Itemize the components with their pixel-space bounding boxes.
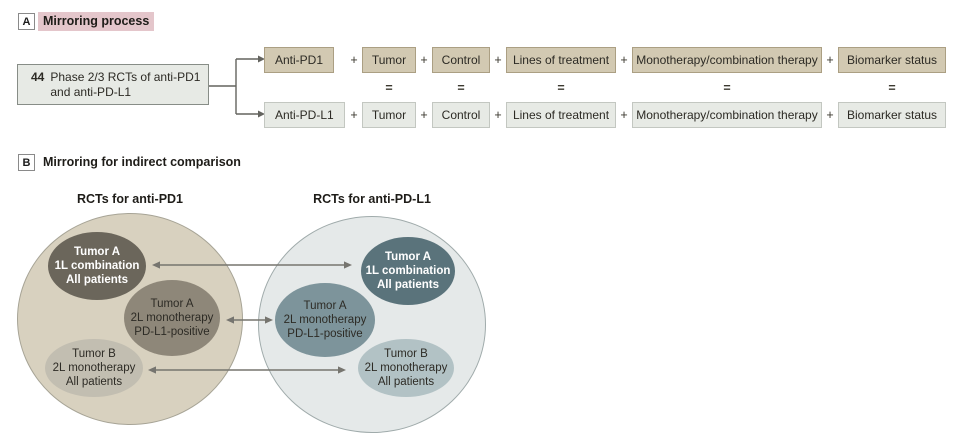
equals-sign: = [457, 80, 465, 95]
right-ellipse-tumor-b-2l: Tumor B 2L monotherapy All patients [358, 339, 454, 397]
panel-b-letter: B [18, 154, 35, 171]
box-biomarker-r1: Biomarker status [838, 47, 946, 73]
plus-sign: + [420, 108, 428, 122]
source-box-label: Phase 2/3 RCTs of anti-PD1 and anti-PD-L… [50, 70, 201, 99]
rct-count: 44 [31, 70, 45, 84]
plus-sign: + [350, 108, 358, 122]
box-lines-r2: Lines of treatment [506, 102, 616, 128]
equals-sign: = [557, 80, 565, 95]
source-box: 44 Phase 2/3 RCTs of anti-PD1 and anti-P… [17, 64, 209, 105]
box-anti-pd-l1: Anti-PD-L1 [264, 102, 345, 128]
box-mono-r2: Monotherapy/combination therapy [632, 102, 822, 128]
plus-sign: + [620, 108, 628, 122]
mirroring-grid: Anti-PD1 + Tumor + Control + Lines of tr… [264, 47, 946, 128]
box-anti-pd1: Anti-PD1 [264, 47, 335, 73]
box-control-r1: Control [432, 47, 490, 73]
left-circle-title: RCTs for anti-PD1 [76, 192, 184, 206]
left-ellipse-tumor-a-1l: Tumor A 1L combination All patients [48, 232, 146, 300]
equals-sign: = [385, 80, 393, 95]
plus-sign: + [420, 53, 428, 67]
box-lines-r1: Lines of treatment [506, 47, 616, 73]
plus-sign: + [826, 53, 834, 67]
box-biomarker-r2: Biomarker status [838, 102, 946, 128]
box-control-r2: Control [432, 102, 490, 128]
plus-sign: + [350, 53, 358, 67]
arrowhead-top-icon [258, 55, 265, 63]
plus-sign: + [494, 53, 502, 67]
right-ellipse-tumor-a-1l: Tumor A 1L combination All patients [361, 237, 455, 305]
equals-sign: = [723, 80, 731, 95]
plus-sign: + [620, 53, 628, 67]
panel-a-title: Mirroring process [38, 12, 155, 31]
panel-b-title: Mirroring for indirect comparison [43, 155, 241, 169]
panel-a-letter: A [18, 13, 35, 30]
branch-connector [209, 55, 265, 118]
left-ellipse-tumor-a-2l: Tumor A 2L monotherapy PD-L1-positive [124, 280, 220, 356]
equals-sign: = [888, 80, 896, 95]
box-mono-r1: Monotherapy/combination therapy [632, 47, 822, 73]
plus-sign: + [494, 108, 502, 122]
box-tumor-r1: Tumor [362, 47, 416, 73]
right-ellipse-tumor-a-2l: Tumor A 2L monotherapy PD-L1-positive [275, 283, 375, 357]
plus-sign: + [826, 108, 834, 122]
arrowhead-bottom-icon [258, 110, 265, 118]
box-tumor-r2: Tumor [362, 102, 416, 128]
left-ellipse-tumor-b-2l: Tumor B 2L monotherapy All patients [45, 339, 143, 397]
right-circle-title: RCTs for anti-PD-L1 [313, 192, 431, 206]
